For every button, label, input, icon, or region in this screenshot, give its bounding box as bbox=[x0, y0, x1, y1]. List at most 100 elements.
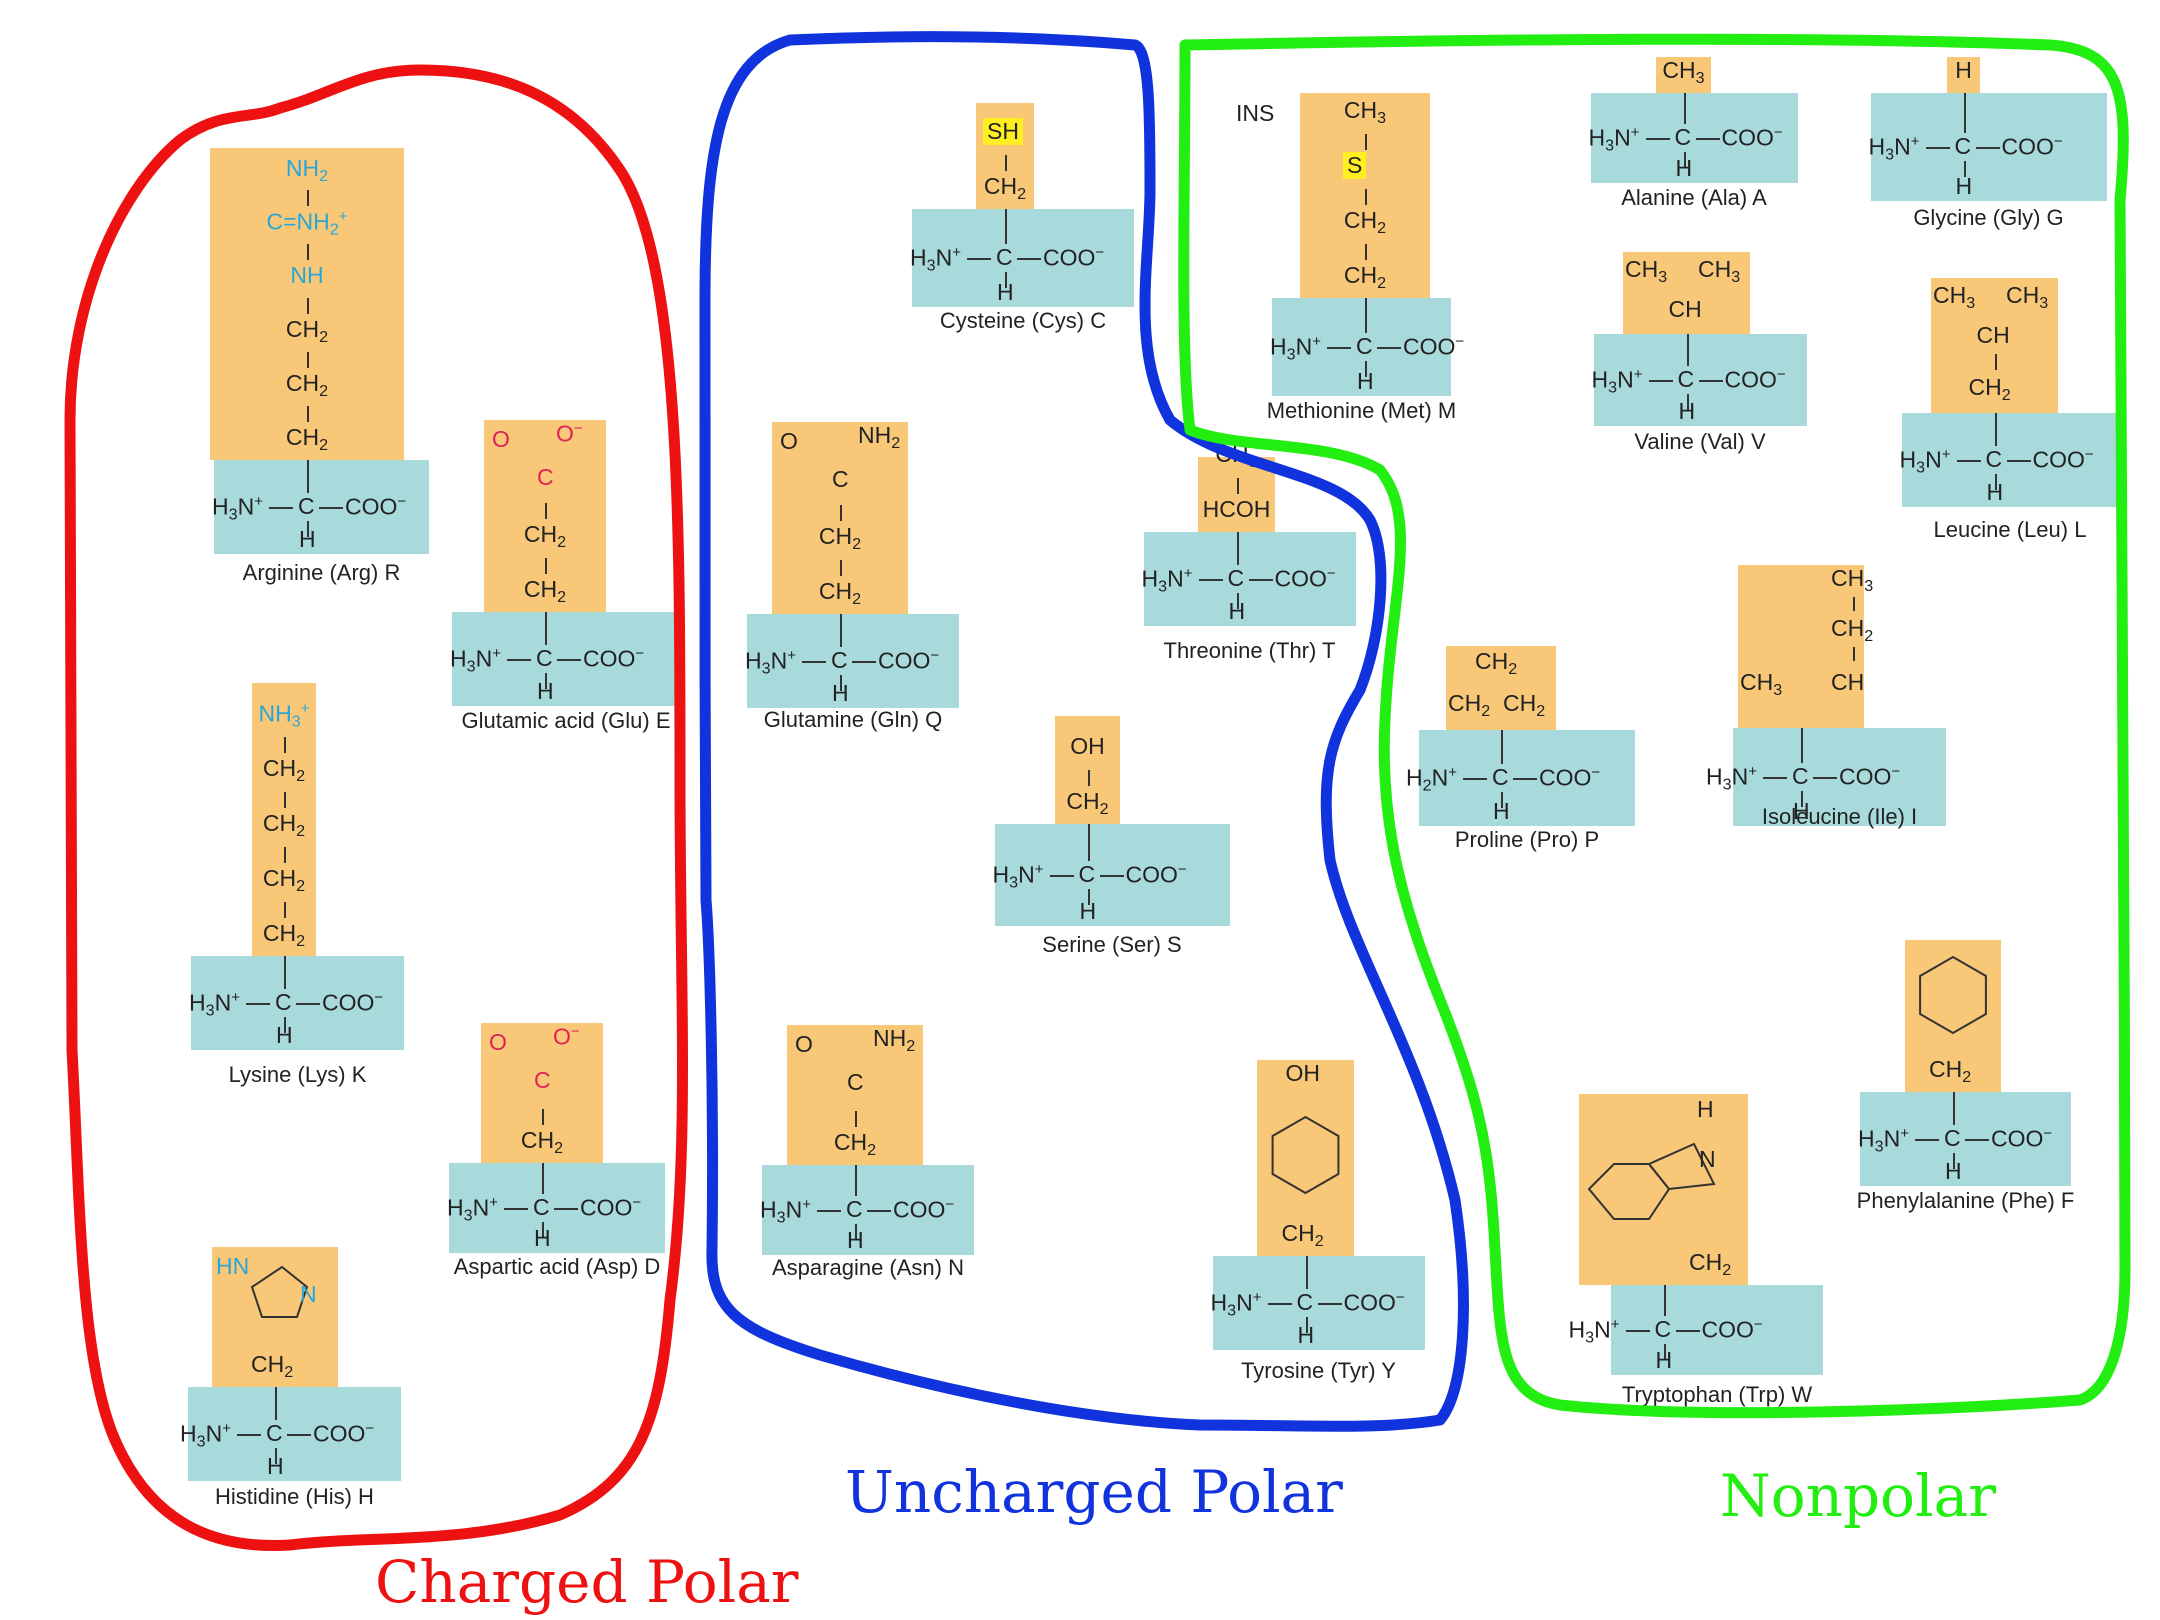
carboxyl-group: COO− bbox=[580, 1194, 642, 1221]
bond-line bbox=[1017, 258, 1041, 260]
amino-acid-name: Lysine (Lys) K bbox=[228, 1062, 367, 1087]
alpha-hydrogen: H bbox=[1955, 173, 1973, 199]
carbon-atom: C bbox=[832, 466, 849, 492]
bond-line bbox=[307, 406, 309, 422]
bond-line bbox=[867, 1210, 891, 1212]
alpha-hydrogen: H bbox=[1678, 398, 1696, 424]
bond-line bbox=[284, 902, 286, 918]
alpha-hydrogen: H bbox=[276, 1022, 293, 1048]
bond-line bbox=[1099, 875, 1124, 877]
amino-group: H3N+ bbox=[992, 861, 1044, 892]
side-chain-atom: CH2 bbox=[262, 755, 306, 785]
alpha-carbon: C bbox=[1078, 861, 1096, 887]
methyl-group: CH3 bbox=[1740, 669, 1783, 699]
side-chain-atom: CH2 bbox=[262, 920, 306, 950]
side-chain-atom: CH2 bbox=[251, 1351, 294, 1381]
side-chain-box: CH3 bbox=[1656, 57, 1711, 93]
side-chain-atom: CH2 bbox=[523, 576, 567, 606]
alpha-carbon: C bbox=[1674, 124, 1692, 150]
charged-polar-label: Charged Polar bbox=[375, 1548, 799, 1616]
side-chain-atom: C=NH2+ bbox=[266, 208, 348, 239]
carboxyl-group: COO− bbox=[313, 1420, 375, 1447]
bond-line bbox=[855, 1111, 857, 1127]
amino-group: H3N+ bbox=[1899, 446, 1951, 477]
side-chain-atom: CH3 bbox=[1215, 441, 1258, 471]
bond-line bbox=[284, 737, 286, 753]
bond-line bbox=[557, 659, 581, 661]
amino-group: H3N+ bbox=[745, 647, 796, 678]
alpha-carbon: C bbox=[1654, 1316, 1672, 1342]
carboxyl-group: COO− bbox=[1724, 366, 1786, 393]
carbon-atom: C bbox=[537, 464, 554, 490]
side-chain-atom: CH2 bbox=[285, 424, 329, 454]
bond-line bbox=[1686, 334, 1689, 366]
bond-line bbox=[554, 1208, 578, 1210]
alpha-carbon: C bbox=[298, 493, 315, 519]
bond-line bbox=[1236, 532, 1239, 565]
alpha-carbon: C bbox=[533, 1194, 550, 1220]
bond-line bbox=[1956, 460, 1981, 462]
amino-acid-name: Glycine (Gly) G bbox=[1913, 205, 2064, 230]
side-chain-atom: CH2 bbox=[1343, 207, 1387, 237]
bond-line bbox=[1683, 93, 1686, 124]
amino-acid-name: Leucine (Leu) L bbox=[1933, 517, 2087, 542]
side-chain-atom: CH2 bbox=[523, 521, 567, 551]
alpha-carbon: C bbox=[1296, 1289, 1314, 1315]
bond-line bbox=[545, 503, 547, 519]
bond-line bbox=[1365, 189, 1367, 205]
bond-line bbox=[1305, 1256, 1308, 1289]
bond-line bbox=[1925, 147, 1950, 149]
bond-line bbox=[1994, 354, 1997, 370]
alpha-hydrogen: H bbox=[534, 1225, 551, 1251]
side-chain-atom: CH3 bbox=[1662, 57, 1705, 87]
alpha-carbon: C bbox=[996, 244, 1013, 270]
bond-line bbox=[307, 352, 309, 369]
amino-acid-name: Methionine (Met) M bbox=[1266, 398, 1457, 423]
bond-line bbox=[307, 298, 309, 315]
side-chain-atom: CH2 bbox=[1343, 262, 1387, 292]
alpha-carbon: C bbox=[1677, 366, 1695, 392]
methyl-group: CH3 bbox=[1698, 256, 1741, 286]
side-chain-atom: CH2 bbox=[833, 1129, 877, 1159]
alpha-carbon: C bbox=[1954, 133, 1972, 159]
carboxyl-group: COO− bbox=[1701, 1316, 1763, 1343]
amino-acid-name: Cysteine (Cys) C bbox=[939, 308, 1107, 333]
alpha-carbon: C bbox=[1492, 764, 1509, 790]
bond-line bbox=[1365, 244, 1367, 260]
bond-line bbox=[1327, 347, 1351, 349]
side-chain-atom: CH bbox=[1976, 322, 2010, 348]
alpha-hydrogen: H bbox=[847, 1227, 864, 1253]
bond-line bbox=[1801, 728, 1803, 763]
bond-line bbox=[1853, 647, 1855, 661]
alpha-hydrogen: H bbox=[832, 680, 849, 706]
bond-line bbox=[1501, 730, 1503, 764]
amino-acid-name: Glutamic acid (Glu) E bbox=[461, 708, 671, 733]
alpha-hydrogen: H bbox=[267, 1453, 284, 1479]
carboxyl-group: COO− bbox=[2032, 446, 2094, 473]
amino-acid-name: Tyrosine (Tyr) Y bbox=[1241, 1358, 1396, 1383]
alpha-carbon: C bbox=[1944, 1125, 1961, 1151]
side-chain-atom: CH2 bbox=[285, 316, 329, 347]
side-chain-atom: CH2 bbox=[520, 1127, 564, 1157]
bond-line bbox=[1513, 778, 1537, 780]
bond-line bbox=[269, 507, 293, 509]
alpha-hydrogen: H bbox=[1357, 368, 1374, 394]
side-chain-atom: CH2 bbox=[1448, 690, 1491, 720]
methyl-group: CH3 bbox=[1625, 256, 1668, 286]
carboxyl-group: COO− bbox=[322, 989, 384, 1016]
bond-line bbox=[1377, 347, 1401, 349]
alpha-hydrogen: H bbox=[1493, 798, 1510, 824]
amino-acid-name: Valine (Val) V bbox=[1634, 429, 1766, 454]
